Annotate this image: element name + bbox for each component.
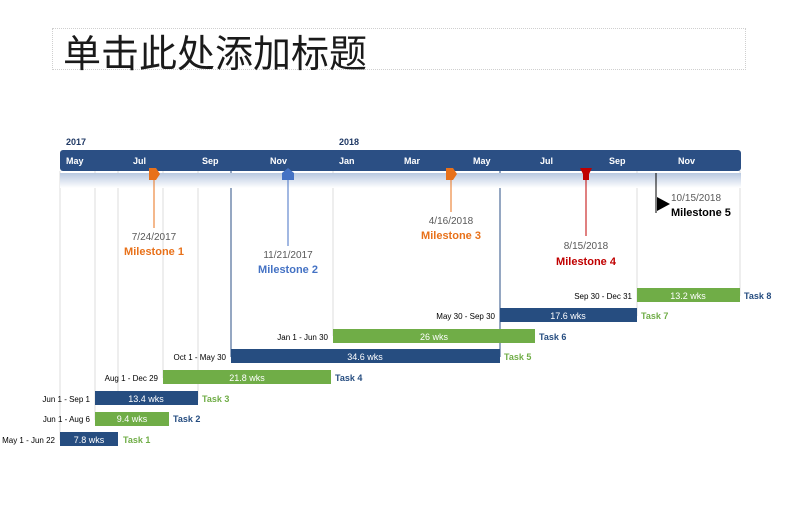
month-label: Sep <box>202 156 219 166</box>
task-bar[interactable] <box>637 288 740 302</box>
task-row[interactable]: May 30 - Sep 30 17.6 wks Task 7 <box>436 308 668 322</box>
task-date-range: Jun 1 - Aug 6 <box>43 415 91 424</box>
task-bar[interactable] <box>231 349 500 363</box>
pentagon-icon <box>282 168 294 180</box>
task-duration: 34.6 wks <box>347 352 383 362</box>
task-name: Task 6 <box>539 332 566 342</box>
milestone-date: 4/16/2018 <box>429 216 474 227</box>
task-date-range: Jan 1 - Jun 30 <box>277 333 328 342</box>
title-placeholder[interactable]: 单击此处添加标题 <box>52 28 746 76</box>
month-label: Nov <box>678 156 695 166</box>
pin-icon <box>580 168 592 180</box>
timescale-shadow <box>60 173 741 188</box>
timescale-bar <box>60 150 741 171</box>
milestone-label: Milestone 5 <box>671 207 731 219</box>
month-label: Nov <box>270 156 287 166</box>
task-bar[interactable] <box>60 432 118 446</box>
milestone-label: Milestone 1 <box>124 246 184 258</box>
task-name: Task 8 <box>744 291 771 301</box>
month-label: Sep <box>609 156 626 166</box>
task-bar[interactable] <box>500 308 637 322</box>
task-row[interactable]: Jun 1 - Sep 1 13.4 wks Task 3 <box>42 391 229 405</box>
task-row[interactable]: Oct 1 - May 30 34.6 wks Task 5 <box>174 349 532 363</box>
task-duration: 13.4 wks <box>128 394 164 404</box>
task-duration: 26 wks <box>420 332 449 342</box>
task-date-range: Oct 1 - May 30 <box>174 353 227 362</box>
task-duration: 17.6 wks <box>550 311 586 321</box>
task-row[interactable]: Jun 1 - Aug 6 9.4 wks Task 2 <box>43 412 201 426</box>
task-duration: 9.4 wks <box>117 414 148 424</box>
task-duration: 7.8 wks <box>74 435 105 445</box>
milestone-label: Milestone 2 <box>258 264 318 276</box>
task-date-range: May 1 - Jun 22 <box>2 436 55 445</box>
milestone-date: 8/15/2018 <box>564 241 609 252</box>
milestone-label: Milestone 3 <box>421 230 481 242</box>
task-date-range: May 30 - Sep 30 <box>436 312 495 321</box>
task-row[interactable]: May 1 - Jun 22 7.8 wks Task 1 <box>2 432 150 446</box>
task-row[interactable]: Aug 1 - Dec 29 21.8 wks Task 4 <box>105 370 363 384</box>
month-label: Jul <box>540 156 553 166</box>
task-name: Task 4 <box>335 373 362 383</box>
task-bar[interactable] <box>95 412 169 426</box>
month-label: May <box>473 156 491 166</box>
milestone-label: Milestone 4 <box>556 256 617 268</box>
pentagon-icon <box>446 168 457 180</box>
milestone-5[interactable]: 10/15/2018 Milestone 5 <box>655 173 731 219</box>
task-date-range: Aug 1 - Dec 29 <box>105 374 159 383</box>
task-bar[interactable] <box>95 391 198 405</box>
task-name: Task 5 <box>504 352 531 362</box>
milestone-2[interactable]: 11/21/2017 Milestone 2 <box>258 168 318 276</box>
task-bar[interactable] <box>163 370 331 384</box>
milestone-date: 10/15/2018 <box>671 193 721 204</box>
slide-title: 单击此处添加标题 <box>63 32 368 76</box>
task-duration: 13.2 wks <box>670 291 706 301</box>
milestone-1[interactable]: 7/24/2017 Milestone 1 <box>124 168 184 258</box>
task-row[interactable]: Sep 30 - Dec 31 13.2 wks Task 8 <box>574 288 771 302</box>
pentagon-icon <box>149 168 160 180</box>
task-name: Task 7 <box>641 311 668 321</box>
year-label: 2018 <box>339 137 359 147</box>
milestone-date: 7/24/2017 <box>132 232 177 243</box>
month-label: Jul <box>133 156 146 166</box>
milestone-3[interactable]: 4/16/2018 Milestone 3 <box>421 168 481 242</box>
flag-icon <box>657 197 670 211</box>
month-label: Jan <box>339 156 355 166</box>
task-name: Task 2 <box>173 414 200 424</box>
task-duration: 21.8 wks <box>229 373 265 383</box>
task-date-range: Sep 30 - Dec 31 <box>574 292 632 301</box>
task-date-range: Jun 1 - Sep 1 <box>42 395 90 404</box>
milestone-4[interactable]: 8/15/2018 Milestone 4 <box>556 168 617 268</box>
month-label: May <box>66 156 84 166</box>
year-label: 2017 <box>66 137 86 147</box>
task-bar[interactable] <box>333 329 535 343</box>
milestone-date: 11/21/2017 <box>263 250 313 261</box>
task-row[interactable]: Jan 1 - Jun 30 26 wks Task 6 <box>277 329 566 343</box>
month-label: Mar <box>404 156 421 166</box>
task-name: Task 3 <box>202 394 229 404</box>
task-name: Task 1 <box>123 435 150 445</box>
task5-guide-lines <box>230 171 501 357</box>
